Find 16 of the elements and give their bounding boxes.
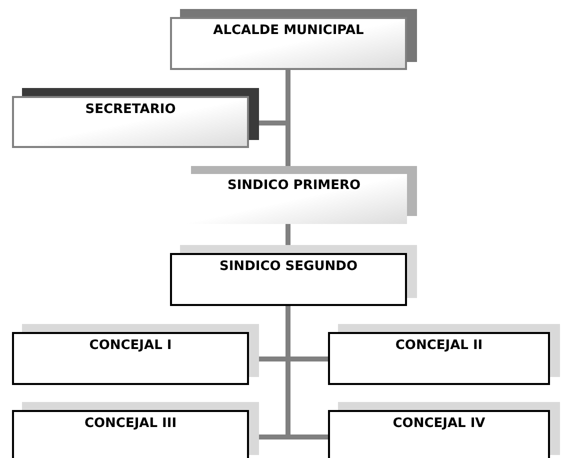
org-box [328, 324, 560, 385]
box-label: CONCEJAL IV [392, 416, 486, 432]
box-label: SECRETARIO [85, 102, 176, 118]
org-box [328, 402, 560, 458]
org-box [12, 402, 259, 458]
org-box [170, 245, 417, 306]
box-label: SINDICO PRIMERO [227, 178, 361, 194]
box-label: ALCALDE MUNICIPAL [213, 23, 364, 40]
org-box [12, 88, 259, 148]
org-box [12, 324, 259, 385]
connector-line [286, 224, 290, 245]
box-label: CONCEJAL I [89, 338, 172, 354]
box-label: CONCEJAL II [395, 338, 483, 354]
box-label: CONCEJAL III [84, 416, 177, 432]
box-label: SINDICO SEGUNDO [219, 259, 358, 276]
org-box [170, 9, 417, 70]
